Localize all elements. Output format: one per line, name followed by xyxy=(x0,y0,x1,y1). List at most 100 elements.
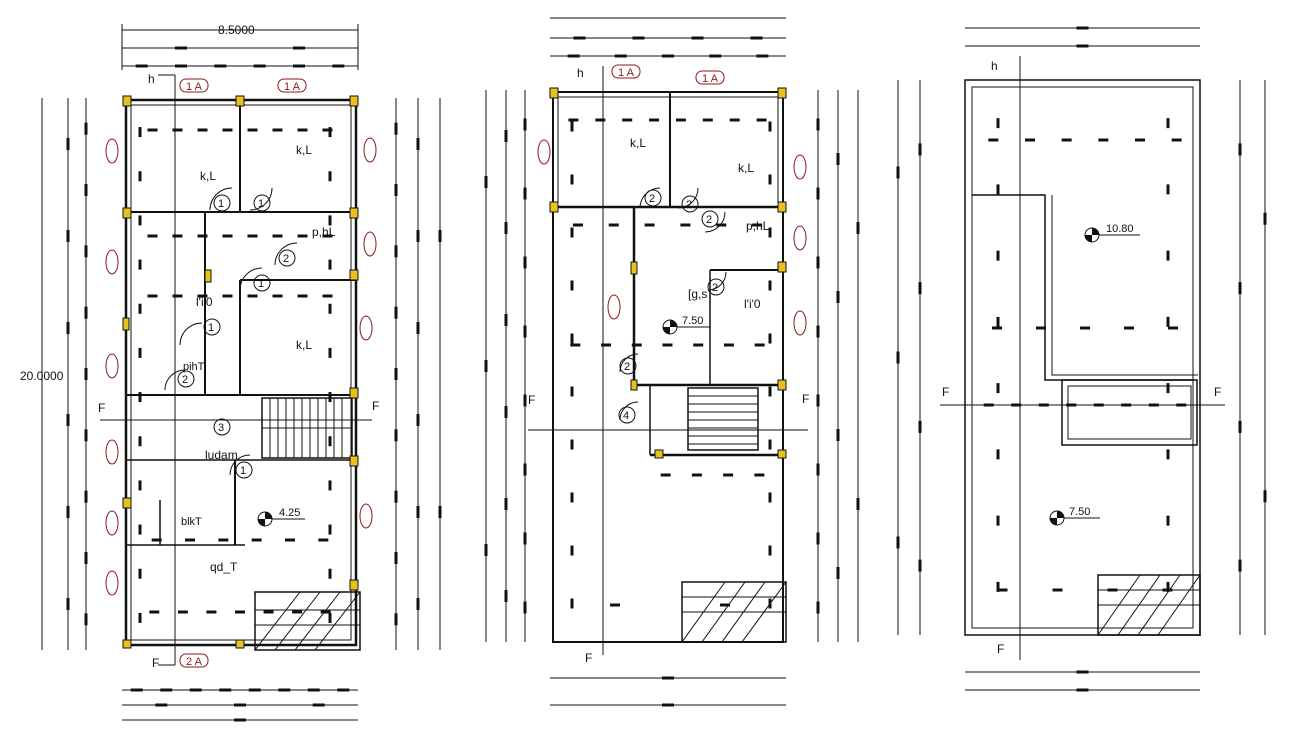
ground-floor-columns xyxy=(122,95,359,649)
dimension-tick xyxy=(754,473,765,477)
dimension-tick xyxy=(523,118,527,131)
dimension-tick xyxy=(570,492,574,503)
dimension-tick xyxy=(416,598,420,610)
dimension-tick xyxy=(1176,403,1187,407)
dimension-tick xyxy=(1076,44,1089,48)
door-tag: 2 xyxy=(624,361,630,373)
section-letter: F xyxy=(942,385,949,399)
dimension-tick xyxy=(416,506,420,518)
dimension-tick xyxy=(416,230,420,242)
dimension-tick xyxy=(214,64,227,68)
dimension-tick xyxy=(263,610,274,614)
section-letter: F xyxy=(802,392,809,406)
dimension-tick xyxy=(151,538,162,542)
dimension-tick xyxy=(272,294,283,298)
dimension-tick xyxy=(1061,138,1072,142)
dimension-tick xyxy=(816,118,820,131)
dimension-tick xyxy=(297,234,308,238)
level-text: 7.50 xyxy=(1069,506,1090,518)
dimension-tick xyxy=(66,322,70,334)
dimension-tick xyxy=(567,54,580,58)
dimension-tick xyxy=(1238,559,1242,572)
dimension-tick xyxy=(644,223,655,227)
dimension-tick xyxy=(1135,138,1145,142)
dimension-tick xyxy=(248,688,261,692)
dimension-tick xyxy=(723,473,734,477)
section-letter: F xyxy=(585,651,592,665)
dimension-tick xyxy=(234,718,246,722)
level-marker-roof-upper: 10.80 xyxy=(1084,223,1140,243)
dimension-tick xyxy=(172,294,183,298)
dimension-tick xyxy=(416,414,420,426)
dimension-tick xyxy=(234,703,246,707)
dimension-tick xyxy=(197,234,208,238)
dimension-tick xyxy=(1124,326,1134,330)
dimension-tick xyxy=(484,360,488,372)
dimension-tick xyxy=(1121,403,1132,407)
dimension-tick xyxy=(135,64,148,68)
dimension-tick xyxy=(680,223,691,227)
dimension-tick xyxy=(189,688,202,692)
level-marker-ground: 4.25 xyxy=(257,507,305,527)
room-label: k,L xyxy=(630,136,646,150)
dimension-tick xyxy=(247,234,258,238)
level-text: 7.50 xyxy=(682,315,703,327)
dimension-tick xyxy=(756,54,769,58)
dimension-tick xyxy=(138,524,142,535)
dimension-tick xyxy=(996,118,1000,129)
dimension-tick xyxy=(328,612,332,623)
dimension-tick xyxy=(856,222,860,234)
dimension-tick xyxy=(394,429,398,442)
dimension-tick xyxy=(992,326,1002,330)
dimension-tick xyxy=(84,613,88,626)
dimension-tick xyxy=(318,538,329,542)
section-letter: h xyxy=(577,66,584,80)
section-letter: F xyxy=(372,399,379,413)
room-label: p,hL xyxy=(312,225,336,239)
dimension-tick xyxy=(504,590,508,602)
dimension-tick xyxy=(328,259,332,270)
dimension-tick xyxy=(332,64,345,68)
dimension-tick xyxy=(601,343,612,347)
dimension-tick xyxy=(996,250,1000,261)
section-letter: h xyxy=(991,59,998,73)
dimension-tick xyxy=(918,143,922,156)
dimension-tick xyxy=(328,568,332,579)
section-letter: F xyxy=(98,401,105,415)
dimension-tick xyxy=(322,128,333,132)
room-label: k,L xyxy=(296,143,312,157)
dimension-tick xyxy=(723,343,734,347)
dimension-tick xyxy=(328,127,332,138)
section-tag: 1 A xyxy=(284,81,301,93)
first-floor-plan xyxy=(485,17,859,706)
dimension-tick xyxy=(328,524,332,535)
dimension-tick xyxy=(149,610,160,614)
dimension-tick xyxy=(662,676,674,680)
door-tag: 3 xyxy=(218,422,224,434)
dimension-tick xyxy=(570,598,574,609)
dimension-ticks xyxy=(66,26,1267,722)
first-floor-columns xyxy=(549,87,787,459)
dimension-tick xyxy=(222,294,233,298)
dimension-tick xyxy=(285,538,295,542)
window-tags xyxy=(105,137,377,596)
dimension-tick xyxy=(816,256,820,269)
dimension-tick xyxy=(1148,403,1159,407)
dimension-tick xyxy=(816,463,820,476)
dimension-tick xyxy=(996,383,1000,394)
dimension-tick xyxy=(1093,403,1104,407)
dimension-tick xyxy=(918,282,922,295)
dimension-tick xyxy=(1098,138,1109,142)
dimension-tick xyxy=(328,392,332,403)
dimension-tick xyxy=(768,386,772,397)
dimension-tick xyxy=(292,610,303,614)
dimension-tick xyxy=(662,703,674,707)
level-text: 4.25 xyxy=(279,507,300,519)
dimension-tick xyxy=(649,118,660,122)
dimension-tick xyxy=(716,223,727,227)
dimension-tick xyxy=(572,223,583,227)
dimension-tick xyxy=(836,429,840,441)
dimension-tick xyxy=(484,176,488,188)
section-tag: 1 A xyxy=(186,81,203,93)
dimension-tick xyxy=(84,184,88,196)
